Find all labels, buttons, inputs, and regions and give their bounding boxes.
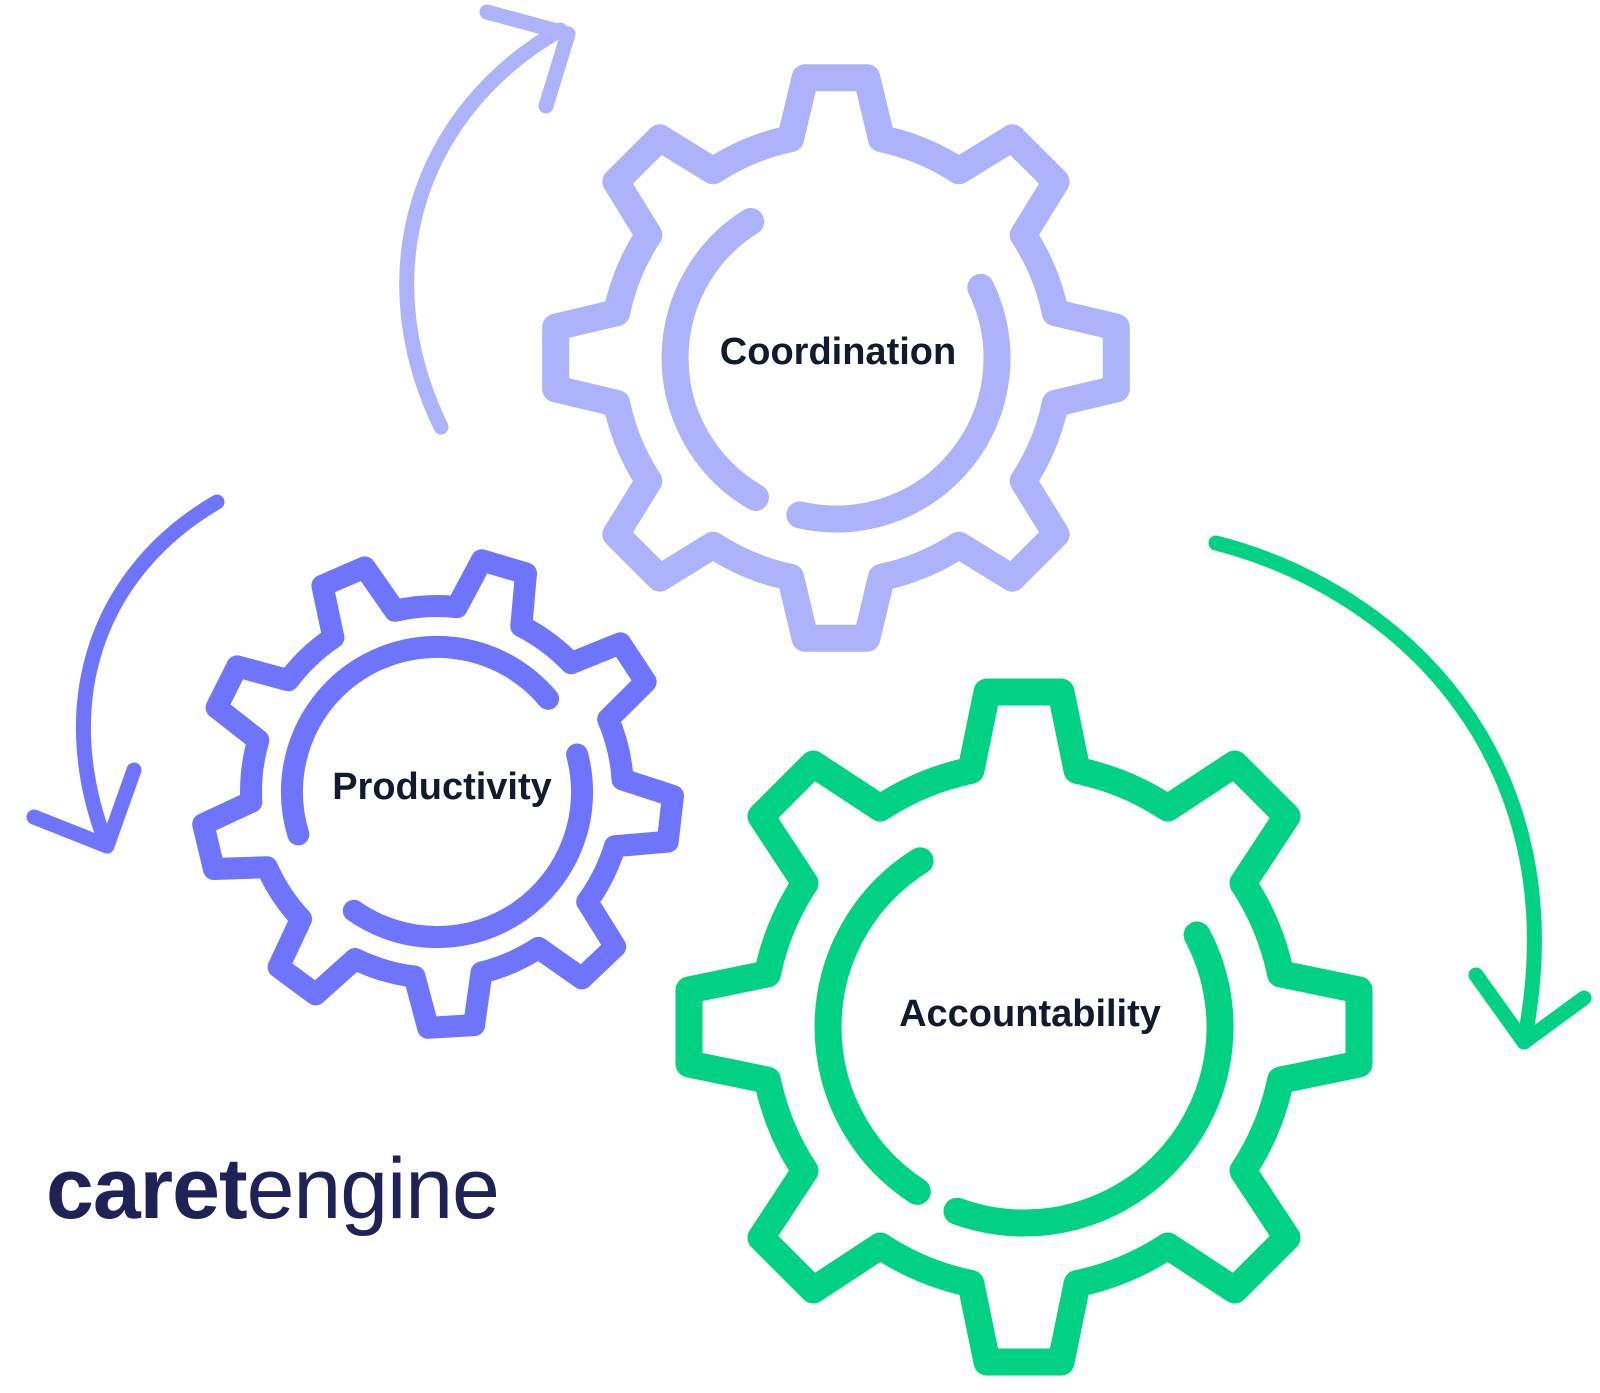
gear-productivity-label: Productivity: [332, 766, 552, 808]
gear-coordination-arc-1: [661, 208, 769, 511]
gear-productivity: Productivity: [192, 549, 684, 1039]
gear-accountability: Accountability: [675, 678, 1373, 1376]
logo-wordmark-bold: caret: [46, 1141, 248, 1237]
cycle-arrow-top: [399, 4, 576, 435]
caretengine-logo: caretengine: [46, 1146, 500, 1232]
gear-coordination-arc-2: [786, 273, 1011, 533]
gear-coordination-teeth: [542, 64, 1130, 652]
gear-coordination-label: Coordination: [720, 331, 956, 373]
gear-accountability-arc-1: [814, 847, 934, 1205]
gear-productivity-arc-2: [342, 743, 594, 949]
cycle-arrow-left: [26, 494, 225, 854]
gear-coordination: Coordination: [542, 64, 1130, 652]
cycle-arrow-right: [1208, 535, 1592, 1050]
gear-accountability-teeth: [675, 678, 1373, 1376]
gear-accountability-arc-2: [943, 921, 1234, 1237]
gear-productivity-arc-1: [280, 635, 560, 846]
logo-wordmark-regular: engine: [246, 1141, 500, 1237]
gear-productivity-teeth: [192, 549, 684, 1039]
gear-accountability-label: Accountability: [899, 993, 1161, 1035]
